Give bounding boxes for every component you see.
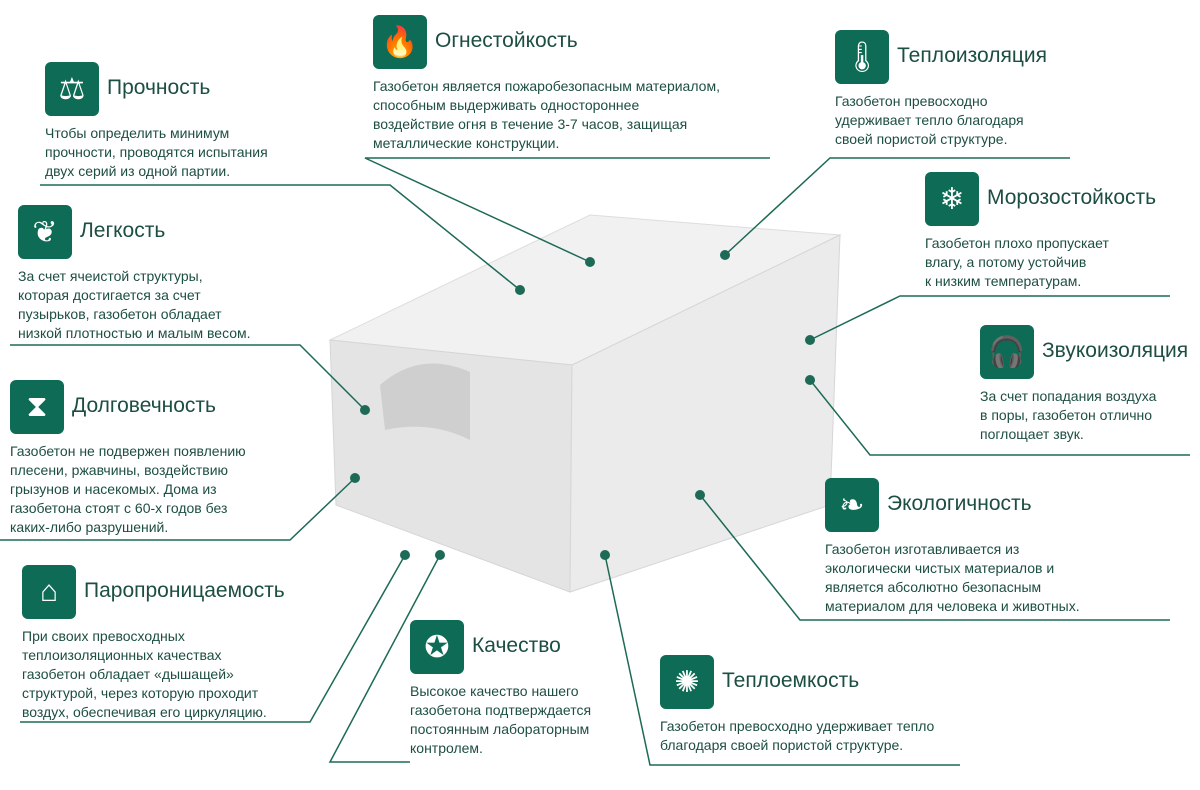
description-line: поглощает звук.	[980, 426, 1084, 442]
thermometer-icon: 🌡	[835, 30, 889, 84]
description-line: газобетона подтверждается	[410, 702, 592, 718]
leaf-icon: ❧	[825, 478, 879, 532]
description-line: теплоизоляционных качествах	[22, 647, 222, 663]
description-line: в поры, газобетон отлично	[980, 407, 1153, 423]
description-line: является абсолютно безопасным	[825, 579, 1042, 595]
headphones-icon: 🎧	[980, 325, 1034, 379]
description-line: Высокое качество нашего	[410, 683, 579, 699]
feature-title: Долговечность	[72, 394, 216, 417]
description-line: контролем.	[410, 740, 483, 756]
description-line: Чтобы определить минимум	[45, 125, 230, 141]
description-line: каких-либо разрушений.	[10, 519, 169, 535]
description-line: При своих превосходных	[22, 628, 185, 644]
description-line: Газобетон изготавливается из	[825, 541, 1020, 557]
feature-description: Газобетон изготавливается из экологически…	[825, 540, 1080, 616]
feature-description: За счет попадания воздуха в поры, газобет…	[980, 387, 1156, 444]
description-line: которая достигается за счет	[18, 287, 201, 303]
description-line: газобетона стоят с 60-х годов без	[10, 500, 228, 516]
feature-title: Качество	[472, 634, 561, 657]
feather-icon: ❦	[18, 205, 72, 259]
description-line: экологически чистых материалов и	[825, 560, 1055, 576]
weight-icon: ⚖	[45, 62, 99, 116]
feature-title: Теплоизоляция	[897, 44, 1047, 67]
anchor-dots	[350, 250, 815, 560]
description-line: удерживает тепло благодаря	[835, 112, 1024, 128]
description-line: прочности, проводятся испытания	[45, 144, 268, 160]
feature-description: Чтобы определить минимум прочности, прово…	[45, 124, 268, 181]
description-line: Газобетон превосходно удерживает тепло	[660, 718, 935, 734]
description-line: благодаря своей пористой структуре.	[660, 737, 904, 753]
fire-icon: 🔥	[373, 15, 427, 69]
description-line: низкой плотностью и малым весом.	[18, 325, 251, 341]
feature-description: При своих превосходных теплоизоляционных …	[22, 627, 267, 722]
hourglass-icon: ⧗	[10, 380, 64, 434]
leader-lines	[0, 157, 1190, 766]
quality-badge-icon: ✪	[410, 620, 464, 674]
feature-description: Газобетон является пожаробезопасным мате…	[373, 77, 720, 153]
description-line: пузырьков, газобетон обладает	[18, 306, 222, 322]
feature-description: Газобетон превосходно удерживает тепло бл…	[835, 92, 1024, 149]
feature-description: Газобетон плохо пропускает влагу, а потом…	[925, 234, 1109, 291]
concrete-block	[328, 214, 842, 593]
description-line: воздух, обеспечивая его циркуляцию.	[22, 704, 267, 720]
description-line: к низким температурам.	[925, 273, 1082, 289]
house-arrows-icon: ⌂	[22, 565, 76, 619]
feature-description: Газобетон превосходно удерживает тепло бл…	[660, 717, 934, 755]
feature-title: Экологичность	[887, 492, 1032, 515]
description-line: материалом для человека и животных.	[825, 598, 1080, 614]
description-line: За счет ячеистой структуры,	[18, 268, 203, 284]
bulb-icon: ✺	[660, 655, 714, 709]
feature-title: Легкость	[80, 219, 166, 242]
description-line: Газобетон не подвержен появлению	[10, 443, 246, 459]
description-line: плесени, ржавчины, воздействию	[10, 462, 229, 478]
feature-title: Огнестойкость	[435, 29, 578, 52]
snowflake-icon: ❄	[925, 172, 979, 226]
feature-description: Высокое качество нашего газобетона подтве…	[410, 682, 591, 758]
description-line: двух серий из одной партии.	[45, 163, 231, 179]
feature-description: За счет ячеистой структуры, которая дости…	[18, 267, 251, 343]
description-line: влагу, а потому устойчив	[925, 254, 1087, 270]
feature-description: Газобетон не подвержен появлению плесени,…	[10, 442, 246, 537]
description-line: Газобетон превосходно	[835, 93, 988, 109]
description-line: газобетон обладает «дышащей»	[22, 666, 234, 682]
feature-title: Паропроницаемость	[84, 579, 285, 602]
description-line: своей пористой структуре.	[835, 131, 1008, 147]
description-line: способным выдерживать одностороннее	[373, 97, 640, 113]
description-line: Газобетон плохо пропускает	[925, 235, 1109, 251]
grip-pocket	[380, 363, 470, 440]
description-line: грызунов и насекомых. Дома из	[10, 481, 217, 497]
description-line: постоянным лабораторным	[410, 721, 590, 737]
feature-title: Теплоемкость	[722, 669, 860, 692]
description-line: Газобетон является пожаробезопасным мате…	[373, 78, 720, 94]
description-line: структурой, через которую проходит	[22, 685, 259, 701]
feature-title: Звукоизоляция	[1042, 339, 1189, 362]
description-line: За счет попадания воздуха	[980, 388, 1157, 404]
description-line: металлические конструкции.	[373, 135, 560, 151]
feature-title: Морозостойкость	[987, 186, 1157, 209]
feature-title: Прочность	[107, 76, 211, 99]
description-line: воздействие огня в течение 3-7 часов, за…	[373, 116, 688, 132]
